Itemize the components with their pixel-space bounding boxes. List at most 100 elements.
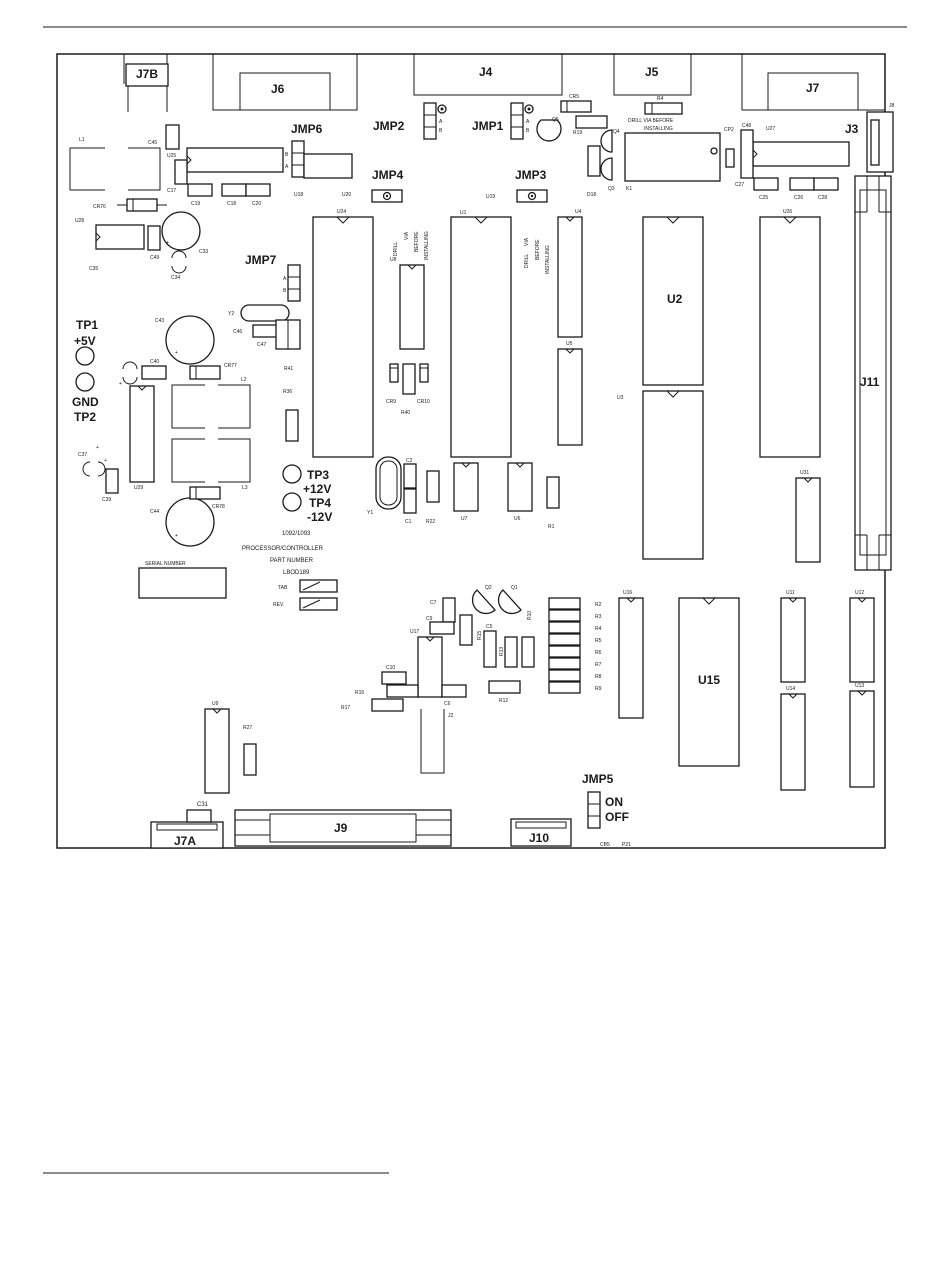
svg-text:JMP5: JMP5 bbox=[582, 772, 614, 786]
ic-u13: U13 bbox=[849, 683, 875, 788]
label-r1: R1 bbox=[548, 524, 555, 530]
testpoint-tp4: TP4 -12V bbox=[282, 492, 332, 524]
svg-text:INSTALLING: INSTALLING bbox=[424, 231, 430, 260]
crystal-y1: Y1 bbox=[367, 456, 402, 516]
svg-text:Y2: Y2 bbox=[228, 311, 234, 317]
resistor-r12 bbox=[488, 680, 521, 694]
cap-c10 bbox=[381, 671, 407, 685]
svg-text:C26: C26 bbox=[794, 195, 803, 201]
svg-text:J4: J4 bbox=[479, 65, 493, 79]
svg-text:J8: J8 bbox=[889, 103, 895, 109]
svg-text:U3: U3 bbox=[617, 395, 624, 401]
transistor-q3: Q3 bbox=[600, 157, 615, 192]
cap-c44: + C44 bbox=[150, 497, 215, 547]
testpoint-tp1: TP1 +5V bbox=[74, 318, 98, 366]
svg-text:R2: R2 bbox=[595, 602, 602, 608]
ic-u9: U9 bbox=[204, 701, 230, 794]
svg-text:R10: R10 bbox=[527, 611, 533, 620]
resistor-r27 bbox=[243, 743, 257, 776]
svg-text:L2: L2 bbox=[241, 377, 247, 383]
svg-text:CR5: CR5 bbox=[569, 94, 579, 100]
svg-text:U28: U28 bbox=[75, 218, 84, 224]
cap-c49: C49 bbox=[147, 225, 161, 261]
ic-u11: U11 bbox=[780, 590, 806, 683]
svg-text:C33: C33 bbox=[199, 249, 208, 255]
svg-text:R6: R6 bbox=[595, 650, 602, 656]
diode-cr10: CR10 bbox=[417, 363, 430, 405]
relay-k1: K1 bbox=[624, 132, 721, 192]
svg-text:U12: U12 bbox=[855, 590, 864, 596]
svg-text:CR76: CR76 bbox=[93, 204, 106, 210]
svg-text:DRILL: DRILL bbox=[393, 242, 399, 256]
svg-text:CR78: CR78 bbox=[212, 504, 225, 510]
svg-text:A: A bbox=[439, 119, 443, 125]
crystal-y2: Y2 bbox=[228, 304, 290, 322]
ic-u2: U2 bbox=[642, 216, 704, 386]
svg-text:U26: U26 bbox=[783, 209, 792, 215]
label-c9: C9 bbox=[426, 616, 433, 622]
svg-text:JMP2: JMP2 bbox=[373, 119, 405, 133]
svg-text:Q4: Q4 bbox=[613, 129, 620, 135]
svg-text:C1: C1 bbox=[405, 519, 412, 525]
connector-j7a: C31 J7A bbox=[150, 802, 224, 849]
label-u18: U18 bbox=[294, 192, 303, 198]
ic-u29: U29 bbox=[129, 385, 155, 491]
svg-text:+: + bbox=[96, 445, 99, 451]
svg-text:C48: C48 bbox=[742, 123, 751, 129]
svg-text:U24: U24 bbox=[337, 209, 346, 215]
jumper-jmp6: JMP6 B A bbox=[285, 122, 353, 179]
svg-text:Q3: Q3 bbox=[608, 186, 615, 192]
connector-j3-label: J3 bbox=[845, 122, 859, 136]
svg-text:C27: C27 bbox=[735, 182, 744, 188]
connector-j11: J11 bbox=[854, 175, 892, 571]
svg-text:ON: ON bbox=[605, 795, 623, 809]
cap-c2-c1: C2 C1 bbox=[403, 458, 417, 525]
cap-c43: + C43 bbox=[155, 315, 215, 365]
connector-j6: J6 bbox=[212, 54, 358, 111]
resistor-r22 bbox=[426, 470, 440, 503]
label-r22: R22 bbox=[426, 519, 435, 525]
svg-text:A: A bbox=[285, 164, 289, 170]
svg-text:GND: GND bbox=[72, 395, 99, 409]
svg-text:+: + bbox=[175, 533, 178, 539]
svg-text:TAB: TAB bbox=[278, 585, 288, 591]
ic-u31: U31 bbox=[795, 470, 821, 563]
diode-d18: D18 bbox=[587, 145, 601, 198]
label-u20: U20 bbox=[342, 192, 351, 198]
svg-text:+: + bbox=[175, 350, 178, 356]
svg-text:U4: U4 bbox=[575, 209, 582, 215]
svg-text:+5V: +5V bbox=[74, 334, 96, 348]
resistor-r19 bbox=[575, 115, 608, 129]
connector-j5: J5 bbox=[613, 54, 692, 96]
svg-text:INSTALLING: INSTALLING bbox=[644, 126, 673, 132]
svg-text:C44: C44 bbox=[150, 509, 159, 515]
ic-u6: U6 bbox=[507, 462, 533, 522]
svg-text:C45: C45 bbox=[148, 140, 157, 146]
svg-text:J11: J11 bbox=[860, 375, 880, 389]
svg-text:TP1: TP1 bbox=[76, 318, 98, 332]
serial-number-box: SERIAL NUMBER bbox=[138, 561, 227, 599]
svg-text:+: + bbox=[119, 381, 122, 387]
cap-c45: C45 bbox=[148, 124, 180, 150]
svg-text:TP3: TP3 bbox=[307, 468, 329, 482]
svg-text:C47: C47 bbox=[257, 342, 266, 348]
svg-text:B: B bbox=[526, 128, 530, 134]
ic-u14: U14 bbox=[780, 686, 806, 791]
diode-cr78: CR78 bbox=[189, 486, 225, 510]
inductor-l3: L3 bbox=[171, 438, 251, 491]
label-r16: R16 bbox=[355, 690, 364, 696]
svg-text:C49: C49 bbox=[150, 255, 159, 261]
svg-text:J7A: J7A bbox=[174, 834, 196, 848]
svg-text:JMP3: JMP3 bbox=[515, 168, 547, 182]
cap-c35: C35 bbox=[89, 266, 98, 272]
svg-text:C20: C20 bbox=[252, 201, 261, 207]
transistor-q1: Q1 bbox=[497, 585, 522, 615]
note-drill-via-u4: DRILL VIA BEFORE INSTALLING bbox=[524, 237, 551, 274]
jumper-jmp5: JMP5 ON OFF bbox=[582, 772, 629, 829]
svg-text:U14: U14 bbox=[786, 686, 795, 692]
svg-text:PROCESSOR/CONTROLLER: PROCESSOR/CONTROLLER bbox=[242, 546, 324, 552]
svg-text:U27: U27 bbox=[766, 126, 775, 132]
ic-u8: U8 bbox=[390, 257, 425, 350]
inductor-l1: L1 bbox=[69, 137, 161, 191]
svg-text:U6: U6 bbox=[514, 516, 521, 522]
